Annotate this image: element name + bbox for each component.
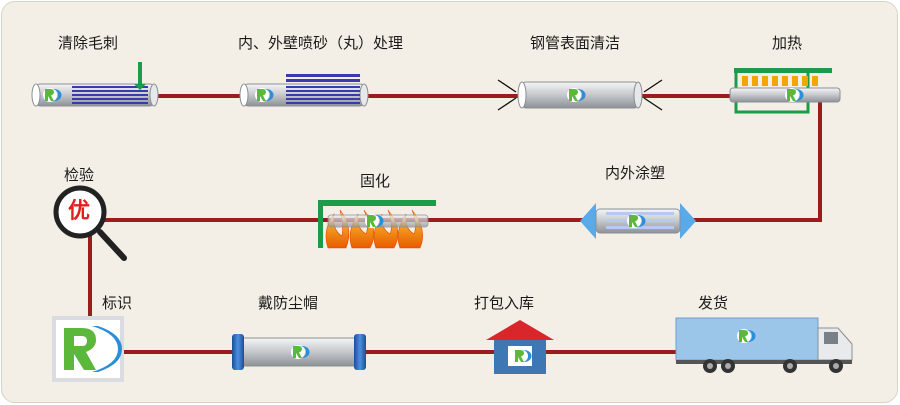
flow-line: [40, 94, 822, 354]
inspect-badge: 优: [68, 199, 91, 224]
pack-warehouse: [486, 320, 554, 374]
mark-logo-tile: [52, 316, 124, 382]
label-coat: 内外涂塑: [605, 164, 666, 182]
label-mark: 标识: [102, 294, 133, 312]
sandblast-pipe: [239, 74, 369, 107]
clean-pipe: [497, 79, 663, 111]
cap-pipe: [232, 334, 366, 370]
label-deburr: 清除毛刺: [58, 34, 119, 52]
cure-oven: [318, 200, 436, 249]
label-inspect: 检验: [64, 166, 95, 184]
label-clean: 钢管表面清洁: [530, 34, 621, 52]
label-cure: 固化: [360, 172, 391, 190]
inspect-magnifier: [53, 185, 127, 261]
label-pack: 打包入库: [474, 294, 535, 312]
label-ship: 发货: [698, 294, 729, 312]
label-heat: 加热: [772, 34, 803, 52]
label-sandblast: 内、外壁喷砂（丸）处理: [238, 34, 404, 52]
deburr-pipe: [31, 62, 159, 107]
coat-pipe: [580, 203, 696, 239]
label-cap: 戴防尘帽: [258, 294, 319, 312]
heat-oven: [729, 68, 841, 114]
ship-truck: [675, 317, 853, 373]
